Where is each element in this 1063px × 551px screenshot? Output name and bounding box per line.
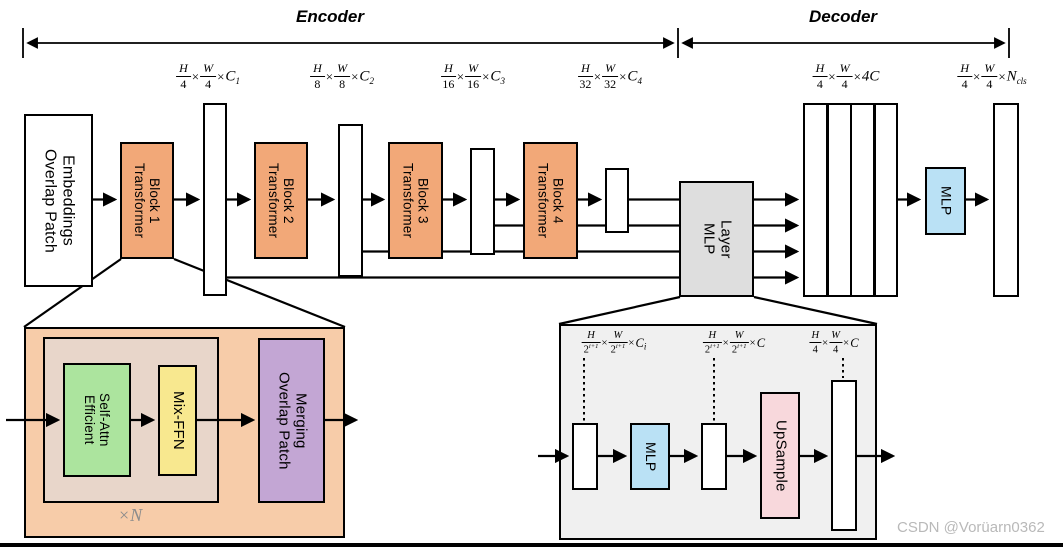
decoder-detail-mlp-box: MLP	[630, 423, 670, 490]
efficient-self-attn-label: Efficient Self-Attn	[82, 393, 113, 447]
zoom-connectors	[23, 257, 878, 329]
decoder-mlp-label: MLP	[938, 186, 955, 216]
overlap-patch-merging-box: Overlap Patch Merging	[258, 338, 325, 503]
transformer-block-1-label: Transformer Block 1	[132, 162, 163, 239]
transformer-block-1: Transformer Block 1	[120, 142, 174, 259]
bar-divider	[826, 105, 829, 295]
output-mask-bar	[993, 103, 1019, 297]
encoder-decoder-ruler	[22, 28, 1010, 58]
mix-ffn-box: Mix-FFN	[158, 365, 197, 476]
decoder-section-label: Decoder	[808, 7, 878, 26]
dim-label-dotted-leaders	[583, 358, 844, 421]
transformer-block-2: Transformer Block 2	[254, 142, 308, 259]
decoder-flow-arrows	[754, 192, 990, 285]
mlp-layer-label: MLP Layer	[700, 219, 735, 259]
overlap-patch-embeddings-label: Overlap Patch Embeddings	[41, 148, 77, 253]
feature-bar-stage3	[470, 148, 495, 255]
decoder-detail-output-bar	[831, 380, 857, 531]
decoder-detail-input-bar	[572, 423, 598, 490]
transformer-block-2-label: Transformer Block 2	[266, 162, 297, 239]
concat-feature-bars	[803, 103, 898, 297]
transformer-block-3: Transformer Block 3	[388, 142, 443, 259]
decoder-mlp-box: MLP	[925, 167, 966, 235]
feature-bar-stage2	[338, 124, 363, 277]
mlp-layer-box: MLP Layer	[679, 181, 754, 297]
csdn-watermark: CSDN @Vorüarn0362	[897, 519, 1045, 536]
mix-ffn-label: Mix-FFN	[169, 391, 187, 450]
decoder-detail-mid-bar	[701, 423, 727, 490]
overlap-patch-embeddings-box: Overlap Patch Embeddings	[24, 114, 93, 287]
bar-divider	[849, 105, 852, 295]
bar-divider	[873, 105, 876, 295]
overlap-patch-merging-label: Overlap Patch Merging	[275, 371, 310, 470]
bottom-border-line	[0, 543, 1063, 547]
feature-bar-stage1	[203, 103, 227, 296]
encoder-section-label: Encoder	[295, 7, 365, 26]
upsample-label: UpSample	[772, 419, 790, 492]
transformer-block-4: Transformer Block 4	[523, 142, 578, 259]
efficient-self-attn-box: Efficient Self-Attn	[63, 363, 131, 477]
decoder-detail-mlp-label: MLP	[642, 441, 659, 472]
transformer-block-4-label: Transformer Block 4	[535, 162, 566, 239]
upsample-box: UpSample	[760, 392, 800, 519]
repeat-times-n-label: ×N	[117, 505, 143, 525]
transformer-block-3-label: Transformer Block 3	[400, 162, 431, 239]
feature-bar-stage4	[605, 168, 629, 233]
